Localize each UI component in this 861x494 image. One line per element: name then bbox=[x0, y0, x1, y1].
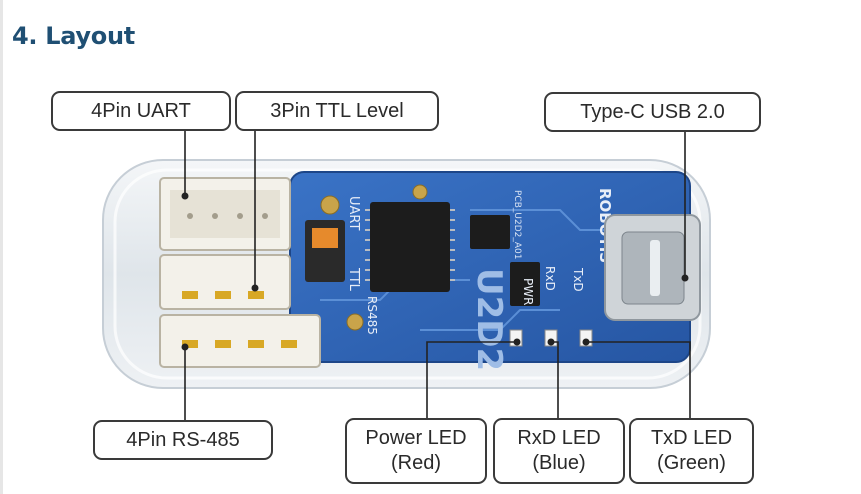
rxd-led-label: RxD LED bbox=[517, 427, 601, 449]
silk-rxd: RxD bbox=[543, 266, 557, 291]
usb-c-connector bbox=[604, 214, 701, 321]
callout-usb-type-c: Type-C USB 2.0 bbox=[544, 92, 761, 132]
section-heading: 4. Layout bbox=[12, 22, 135, 50]
regulator-chip bbox=[510, 262, 540, 306]
leader-txd-led bbox=[586, 341, 691, 418]
callout-ttl-3pin: 3Pin TTL Level bbox=[235, 91, 439, 131]
power-led-label: Power LED bbox=[365, 427, 467, 449]
silk-pcb-text: PCB_U2D2_A01 bbox=[512, 190, 522, 259]
txd-led-label: TxD LED bbox=[650, 427, 733, 449]
callout-rxd-led: RxD LED (Blue) bbox=[493, 418, 625, 484]
usb-bridge-chip bbox=[365, 202, 455, 292]
silk-ttl: TTL bbox=[346, 267, 361, 292]
page-left-rule bbox=[0, 0, 3, 494]
uart-4pin-connector bbox=[159, 177, 291, 251]
silk-txd: TxD bbox=[571, 267, 585, 292]
rs485-4pin-connector bbox=[159, 314, 321, 368]
leader-lines bbox=[184, 130, 691, 420]
leader-power-led bbox=[426, 341, 517, 418]
callout-power-led: Power LED (Red) bbox=[345, 418, 487, 484]
silk-rs485: RS485 bbox=[365, 296, 379, 335]
txd-led-color: (Green) bbox=[657, 452, 726, 474]
rxd-led-color: (Blue) bbox=[532, 452, 586, 474]
silk-pwr: PWR bbox=[521, 278, 535, 305]
silk-model: U2D2 bbox=[469, 268, 509, 371]
silk-uart: UART bbox=[346, 196, 361, 230]
transceiver-chip bbox=[470, 215, 510, 249]
callout-txd-led: TxD LED (Green) bbox=[629, 418, 754, 484]
ttl-3pin-connector bbox=[159, 254, 291, 310]
callout-uart-4pin: 4Pin UART bbox=[51, 91, 231, 131]
power-led-color: (Red) bbox=[390, 452, 441, 474]
dip-switch bbox=[305, 220, 345, 282]
callout-rs485-4pin: 4Pin RS-485 bbox=[93, 420, 273, 460]
